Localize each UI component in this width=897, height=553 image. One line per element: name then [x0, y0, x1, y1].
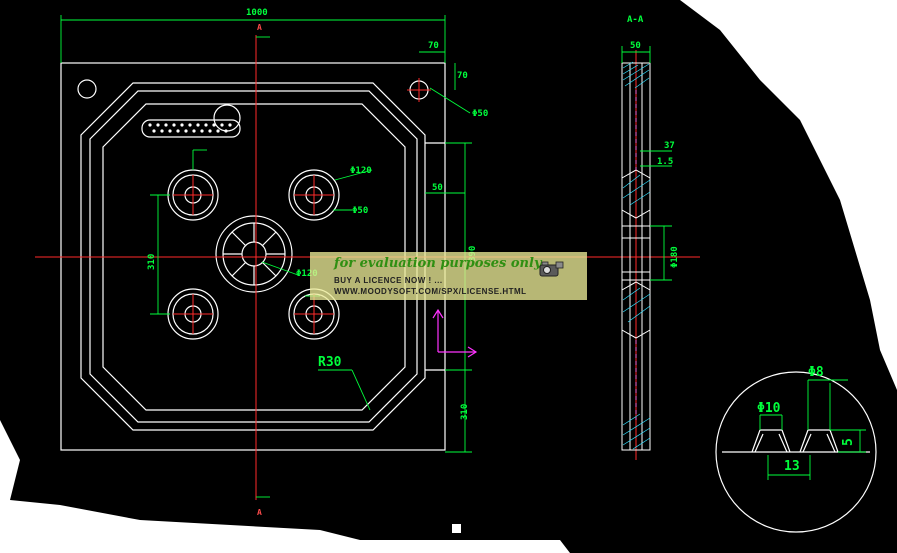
frame-inner-octagon	[102, 103, 406, 411]
detail-circle	[715, 371, 877, 533]
section-hatch	[622, 61, 651, 450]
detail-view	[715, 371, 877, 533]
section-width: 50	[630, 41, 641, 51]
detail-dim-8: Φ8	[808, 365, 824, 380]
dim-overall-width: 1000	[246, 8, 268, 18]
port-center	[215, 215, 293, 293]
section-dim-37: 37	[664, 141, 675, 151]
section-view	[621, 62, 651, 451]
dim-port-inner-upper: Φ50	[352, 206, 368, 216]
ucs-axis-marker	[432, 308, 478, 358]
watermark-buy-text: BUY A LICENCE NOW ! ...	[334, 276, 443, 285]
detail-dim-10: Φ10	[757, 401, 781, 416]
section-dim-180: Φ180	[670, 246, 680, 268]
detail-dim-13: 13	[784, 459, 800, 474]
frame-middle-octagon	[89, 90, 418, 423]
detail-tooth-right	[799, 429, 839, 453]
detail-dim-5: 5	[841, 438, 856, 446]
frame-outer-octagon	[80, 82, 426, 431]
dim-port-diameter-upper: Φ120	[350, 166, 372, 176]
section-dim-15: 1.5	[657, 157, 673, 167]
section-title: A-A	[627, 15, 644, 25]
section-marker-top: A	[257, 23, 262, 32]
corner-hole-left	[77, 79, 97, 99]
section-dimension-lines	[621, 46, 672, 281]
section-marker-bottom: A	[257, 508, 262, 517]
evaluation-watermark: for evaluation purposes only. BUY A LICE…	[310, 252, 587, 300]
watermark-evaluation-text: for evaluation purposes only.	[334, 256, 545, 271]
slot-hatch	[148, 123, 232, 133]
dim-frame-width: 50	[432, 183, 443, 193]
camera-logo-icon	[539, 261, 564, 277]
dim-hole-offset-x: 70	[428, 41, 439, 51]
corner-marker-box	[451, 523, 462, 534]
section-outline	[621, 62, 651, 451]
dim-corner-radius: R30	[318, 355, 342, 370]
drain-slot	[141, 119, 241, 138]
dim-hole-offset-y: 70	[457, 71, 468, 81]
dim-hole-diameter: Φ50	[472, 109, 488, 119]
watermark-url-text: WWW.MOODYSOFT.COM/SPX/LICENSE.HTML	[334, 287, 527, 296]
dim-port-spacing: 310	[147, 254, 157, 270]
detail-tooth-left	[751, 429, 791, 453]
dim-right-lower: 310	[460, 404, 470, 420]
dim-port-diameter-center: Φ120	[296, 269, 318, 279]
